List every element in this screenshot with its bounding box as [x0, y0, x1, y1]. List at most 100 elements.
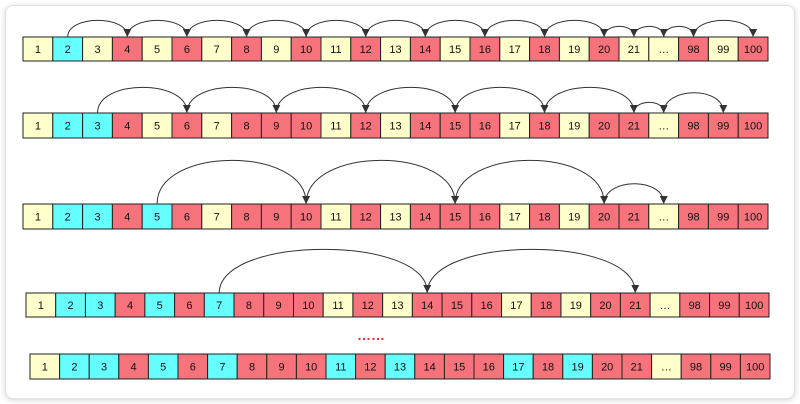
cell-label: 17 [509, 121, 521, 133]
cell-3-13 [380, 203, 411, 230]
cell-label: 10 [305, 362, 317, 374]
cell-4-6 [174, 292, 205, 318]
cell-label: 9 [273, 44, 279, 56]
cell-label: 2 [65, 121, 71, 133]
cell-label: 5 [160, 362, 166, 374]
cell-label: 3 [94, 121, 100, 133]
cell-4-1 [25, 292, 57, 318]
cell-label: 14 [423, 362, 435, 374]
cell-label: 99 [717, 212, 729, 224]
cell-label: 17 [510, 300, 522, 312]
cell-3-2 [52, 203, 84, 230]
cell-5-6 [177, 353, 209, 380]
cell-4-21 [619, 292, 651, 318]
cell-2-10 [290, 112, 322, 139]
cell-5-8 [236, 353, 268, 380]
cell-3-6 [171, 203, 203, 230]
cell-label: 10 [300, 121, 312, 133]
cell-3-25 [737, 203, 769, 230]
cell-label: 100 [744, 121, 762, 133]
cell-label: 4 [127, 300, 133, 312]
cell-4-23 [679, 292, 711, 318]
cell-2-8 [231, 112, 262, 139]
cell-1-7 [201, 36, 233, 62]
cell-5-2 [59, 353, 90, 380]
cell-label: 99 [717, 44, 729, 56]
cell-label: 6 [190, 362, 196, 374]
cell-4-25 [738, 292, 770, 318]
cell-label: 6 [186, 300, 192, 312]
jump-arrow [663, 25, 698, 38]
cell-label: 14 [419, 212, 431, 224]
cell-label: 3 [94, 212, 100, 224]
cell-3-3 [82, 203, 113, 230]
cell-label: 98 [690, 362, 702, 374]
cell-label: 1 [42, 362, 48, 374]
cell-label: 19 [568, 212, 580, 224]
jump-arrow [663, 92, 728, 114]
cell-label: 18 [540, 300, 552, 312]
cell-label: 1 [38, 300, 44, 312]
cell-2-15 [439, 112, 471, 139]
cell-2-12 [350, 112, 382, 139]
cell-label: 9 [273, 121, 279, 133]
cell-label: 14 [421, 300, 433, 312]
cell-5-21 [621, 353, 653, 380]
cell-label: 12 [364, 362, 376, 374]
cell-4-13 [382, 292, 413, 318]
cell-1-1 [22, 36, 54, 62]
cell-label: 16 [479, 44, 491, 56]
cell-label: 7 [219, 362, 225, 374]
cell-5-15 [443, 353, 475, 380]
cell-label: 11 [332, 300, 343, 312]
cell-label: 19 [568, 121, 580, 133]
cell-label: 2 [65, 212, 71, 224]
cell-label: 100 [744, 212, 762, 224]
cell-1-6 [171, 36, 203, 62]
cell-label: 99 [718, 300, 730, 312]
cell-label: 8 [243, 44, 249, 56]
cell-label: 1 [35, 212, 41, 224]
cell-4-19 [560, 292, 592, 318]
cell-2-5 [141, 112, 173, 139]
cell-1-24 [707, 36, 739, 62]
cell-label: 7 [214, 212, 220, 224]
cell-label: 7 [214, 44, 220, 56]
jump-arrow [454, 160, 609, 205]
cell-label: 4 [124, 212, 130, 224]
cell-label: 18 [538, 212, 550, 224]
cell-label: 18 [538, 44, 550, 56]
cell-1-19 [558, 36, 590, 62]
cell-4-18 [530, 292, 562, 318]
cell-5-25 [739, 353, 771, 380]
cell-1-9 [260, 36, 292, 62]
cell-label: 9 [273, 212, 279, 224]
cell-label: 12 [360, 44, 372, 56]
cell-5-17 [503, 353, 534, 380]
cell-1-15 [439, 36, 471, 62]
cell-2-16 [469, 112, 501, 139]
cell-5-10 [295, 353, 327, 380]
cell-1-5 [141, 36, 173, 62]
cell-3-10 [290, 203, 322, 230]
cell-label: 8 [243, 121, 249, 133]
cell-2-20 [588, 112, 620, 139]
cell-2-9 [260, 112, 292, 139]
cell-label: 14 [419, 44, 431, 56]
cell-label: 99 [719, 362, 731, 374]
cell-label: 9 [279, 362, 285, 374]
cell-1-18 [529, 36, 560, 62]
cell-label: 2 [68, 300, 74, 312]
cell-1-13 [380, 36, 411, 62]
cell-2-14 [409, 112, 441, 139]
cell-label: 20 [598, 121, 610, 133]
jump-arrow [544, 19, 609, 38]
jump-arrow [365, 19, 430, 38]
cell-3-22 [648, 203, 680, 230]
cell-label: 11 [330, 44, 341, 56]
cell-label: 1 [35, 44, 41, 56]
cell-label: 5 [154, 212, 160, 224]
cell-1-16 [469, 36, 501, 62]
